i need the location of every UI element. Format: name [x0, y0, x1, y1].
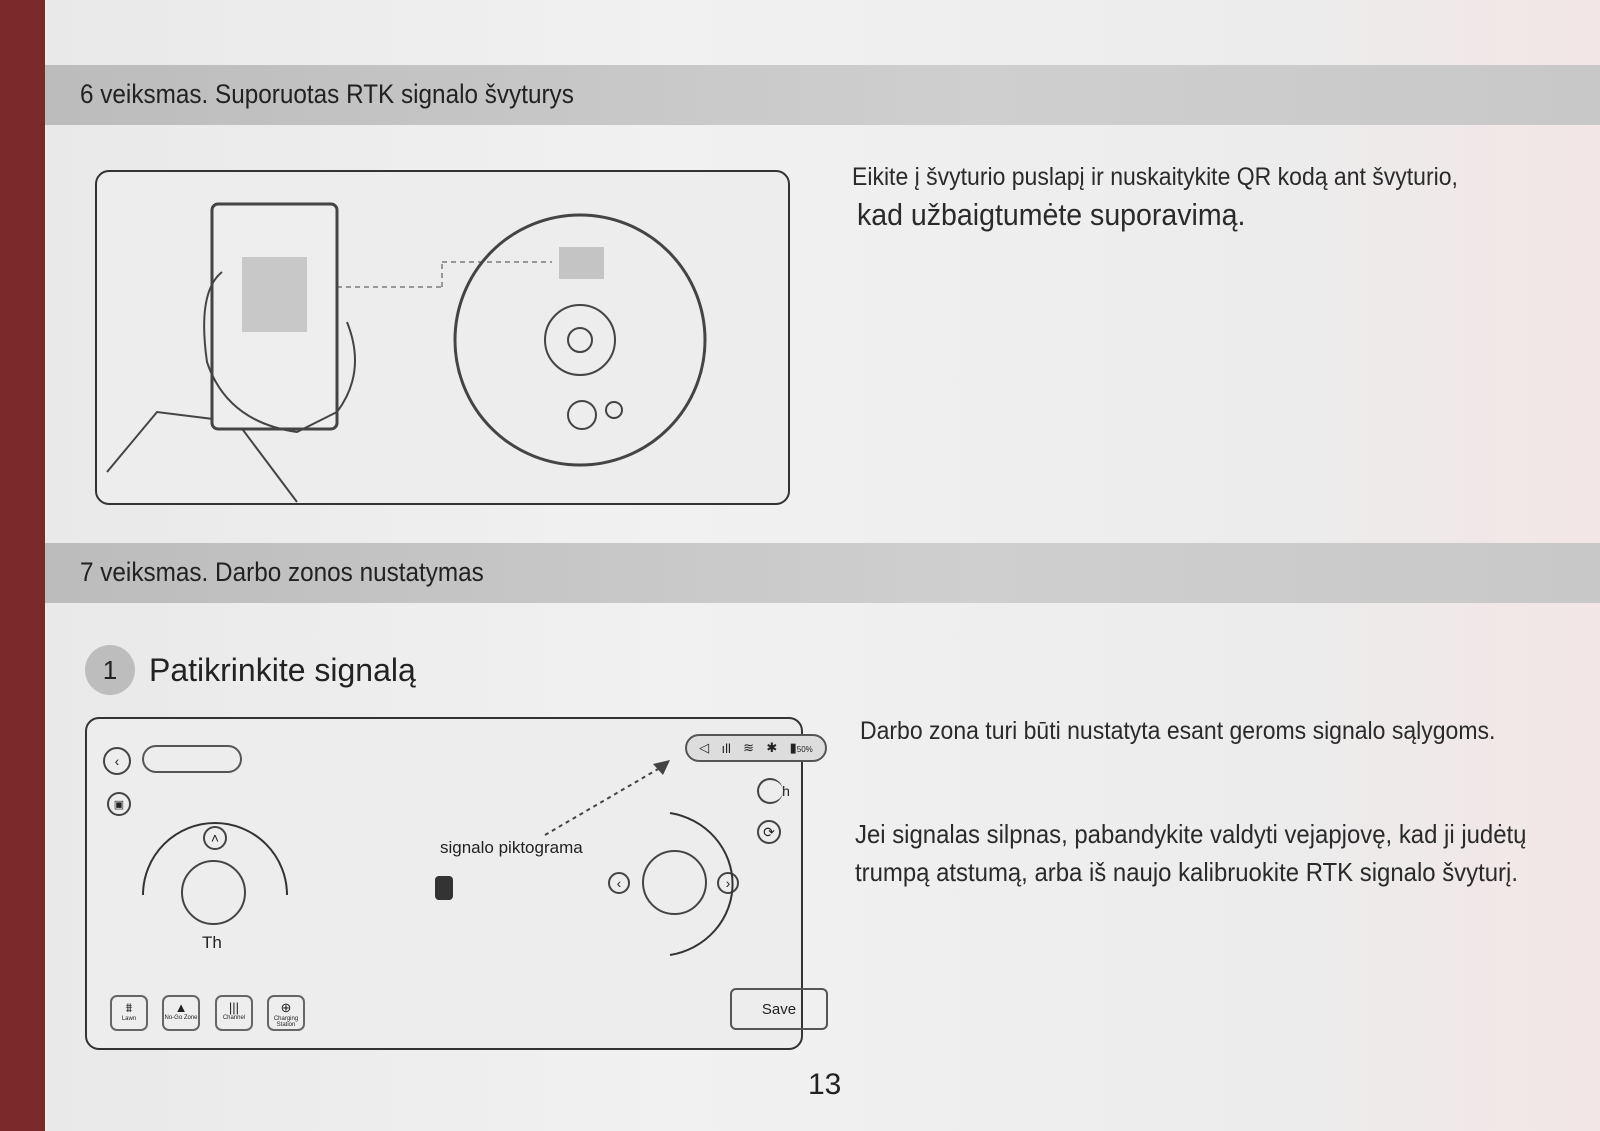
- mower-icon: [435, 876, 453, 900]
- save-button[interactable]: Save: [730, 988, 828, 1030]
- right-arc: [669, 812, 734, 956]
- cone-icon: ▲: [174, 1000, 188, 1015]
- left-joystick[interactable]: [181, 860, 246, 925]
- tool-channel[interactable]: |||Channel: [215, 995, 253, 1031]
- section-7-paragraph-1: Darbo zona turi būti nustatyta esant ger…: [860, 717, 1496, 745]
- left-arrow-icon[interactable]: ‹: [608, 872, 630, 894]
- tool-label: Charging Station: [273, 1016, 299, 1028]
- section-6-text-1: Eikite į švyturio puslapį ir nuskaitykit…: [852, 163, 1458, 191]
- pairing-illustration: [95, 170, 790, 505]
- left-arc: [142, 822, 288, 896]
- lawn-icon: ⩩: [125, 1000, 133, 1015]
- right-joystick[interactable]: [642, 850, 707, 915]
- side-button-label: h: [782, 783, 790, 799]
- manual-page: 6 veiksmas. Suporuotas RTK signalo švytu…: [45, 0, 1600, 1131]
- battery-percent: 50%: [796, 745, 813, 754]
- refresh-icon[interactable]: ⟳: [757, 820, 781, 844]
- bluetooth-icon: ✱: [766, 740, 778, 755]
- section-6-text-2: kad užbaigtumėte suporavimą.: [857, 197, 1246, 232]
- location-icon: ◁: [699, 740, 710, 755]
- page-number: 13: [808, 1068, 842, 1101]
- step-number: 1: [85, 645, 135, 695]
- side-button[interactable]: h: [757, 778, 790, 804]
- lock-icon[interactable]: ▣: [107, 792, 131, 816]
- step-1-heading: 1 Patikrinkite signalą: [85, 645, 416, 695]
- up-arrow-icon[interactable]: ˄: [203, 826, 227, 850]
- wifi-icon: ≋: [743, 740, 755, 755]
- signal-pointer-arrow: [544, 760, 670, 836]
- status-bar: ◁ ıll ≋ ✱ ▮50%: [685, 734, 827, 762]
- tool-charging-station[interactable]: ⊕Charging Station: [267, 995, 305, 1031]
- tool-label: Channel: [222, 1015, 246, 1021]
- title-pill: [142, 745, 242, 773]
- joystick-label: Th: [202, 933, 222, 952]
- channel-icon: |||: [228, 1000, 240, 1015]
- tool-no-go-zone[interactable]: ▲No-Go Zone: [162, 995, 200, 1031]
- step-title: Patikrinkite signalą: [149, 651, 416, 688]
- section-6-title: 6 veiksmas. Suporuotas RTK signalo švytu…: [80, 79, 574, 109]
- cellular-signal-icon: ıll: [721, 740, 731, 756]
- tool-lawn[interactable]: ⩩Lawn: [110, 995, 148, 1031]
- section-6-header: 6 veiksmas. Suporuotas RTK signalo švytu…: [45, 65, 1600, 125]
- section-7-title: 7 veiksmas. Darbo zonos nustatymas: [80, 557, 484, 587]
- battery-icon: ▮50%: [789, 740, 813, 755]
- charging-station-icon: ⊕: [280, 1000, 292, 1015]
- right-arrow-icon[interactable]: ›: [717, 872, 739, 894]
- phone-scanning-beacon-illustration: [106, 202, 707, 503]
- tool-label: Lawn: [121, 1016, 137, 1022]
- section-7-paragraph-2: Jei signalas silpnas, pabandykite valdyt…: [855, 819, 1527, 887]
- section-7-header: 7 veiksmas. Darbo zonos nustatymas: [45, 543, 1600, 603]
- signal-icon-label: signalo piktograma: [440, 838, 583, 857]
- back-icon[interactable]: ‹: [103, 747, 131, 775]
- tool-label: No-Go Zone: [164, 1015, 198, 1021]
